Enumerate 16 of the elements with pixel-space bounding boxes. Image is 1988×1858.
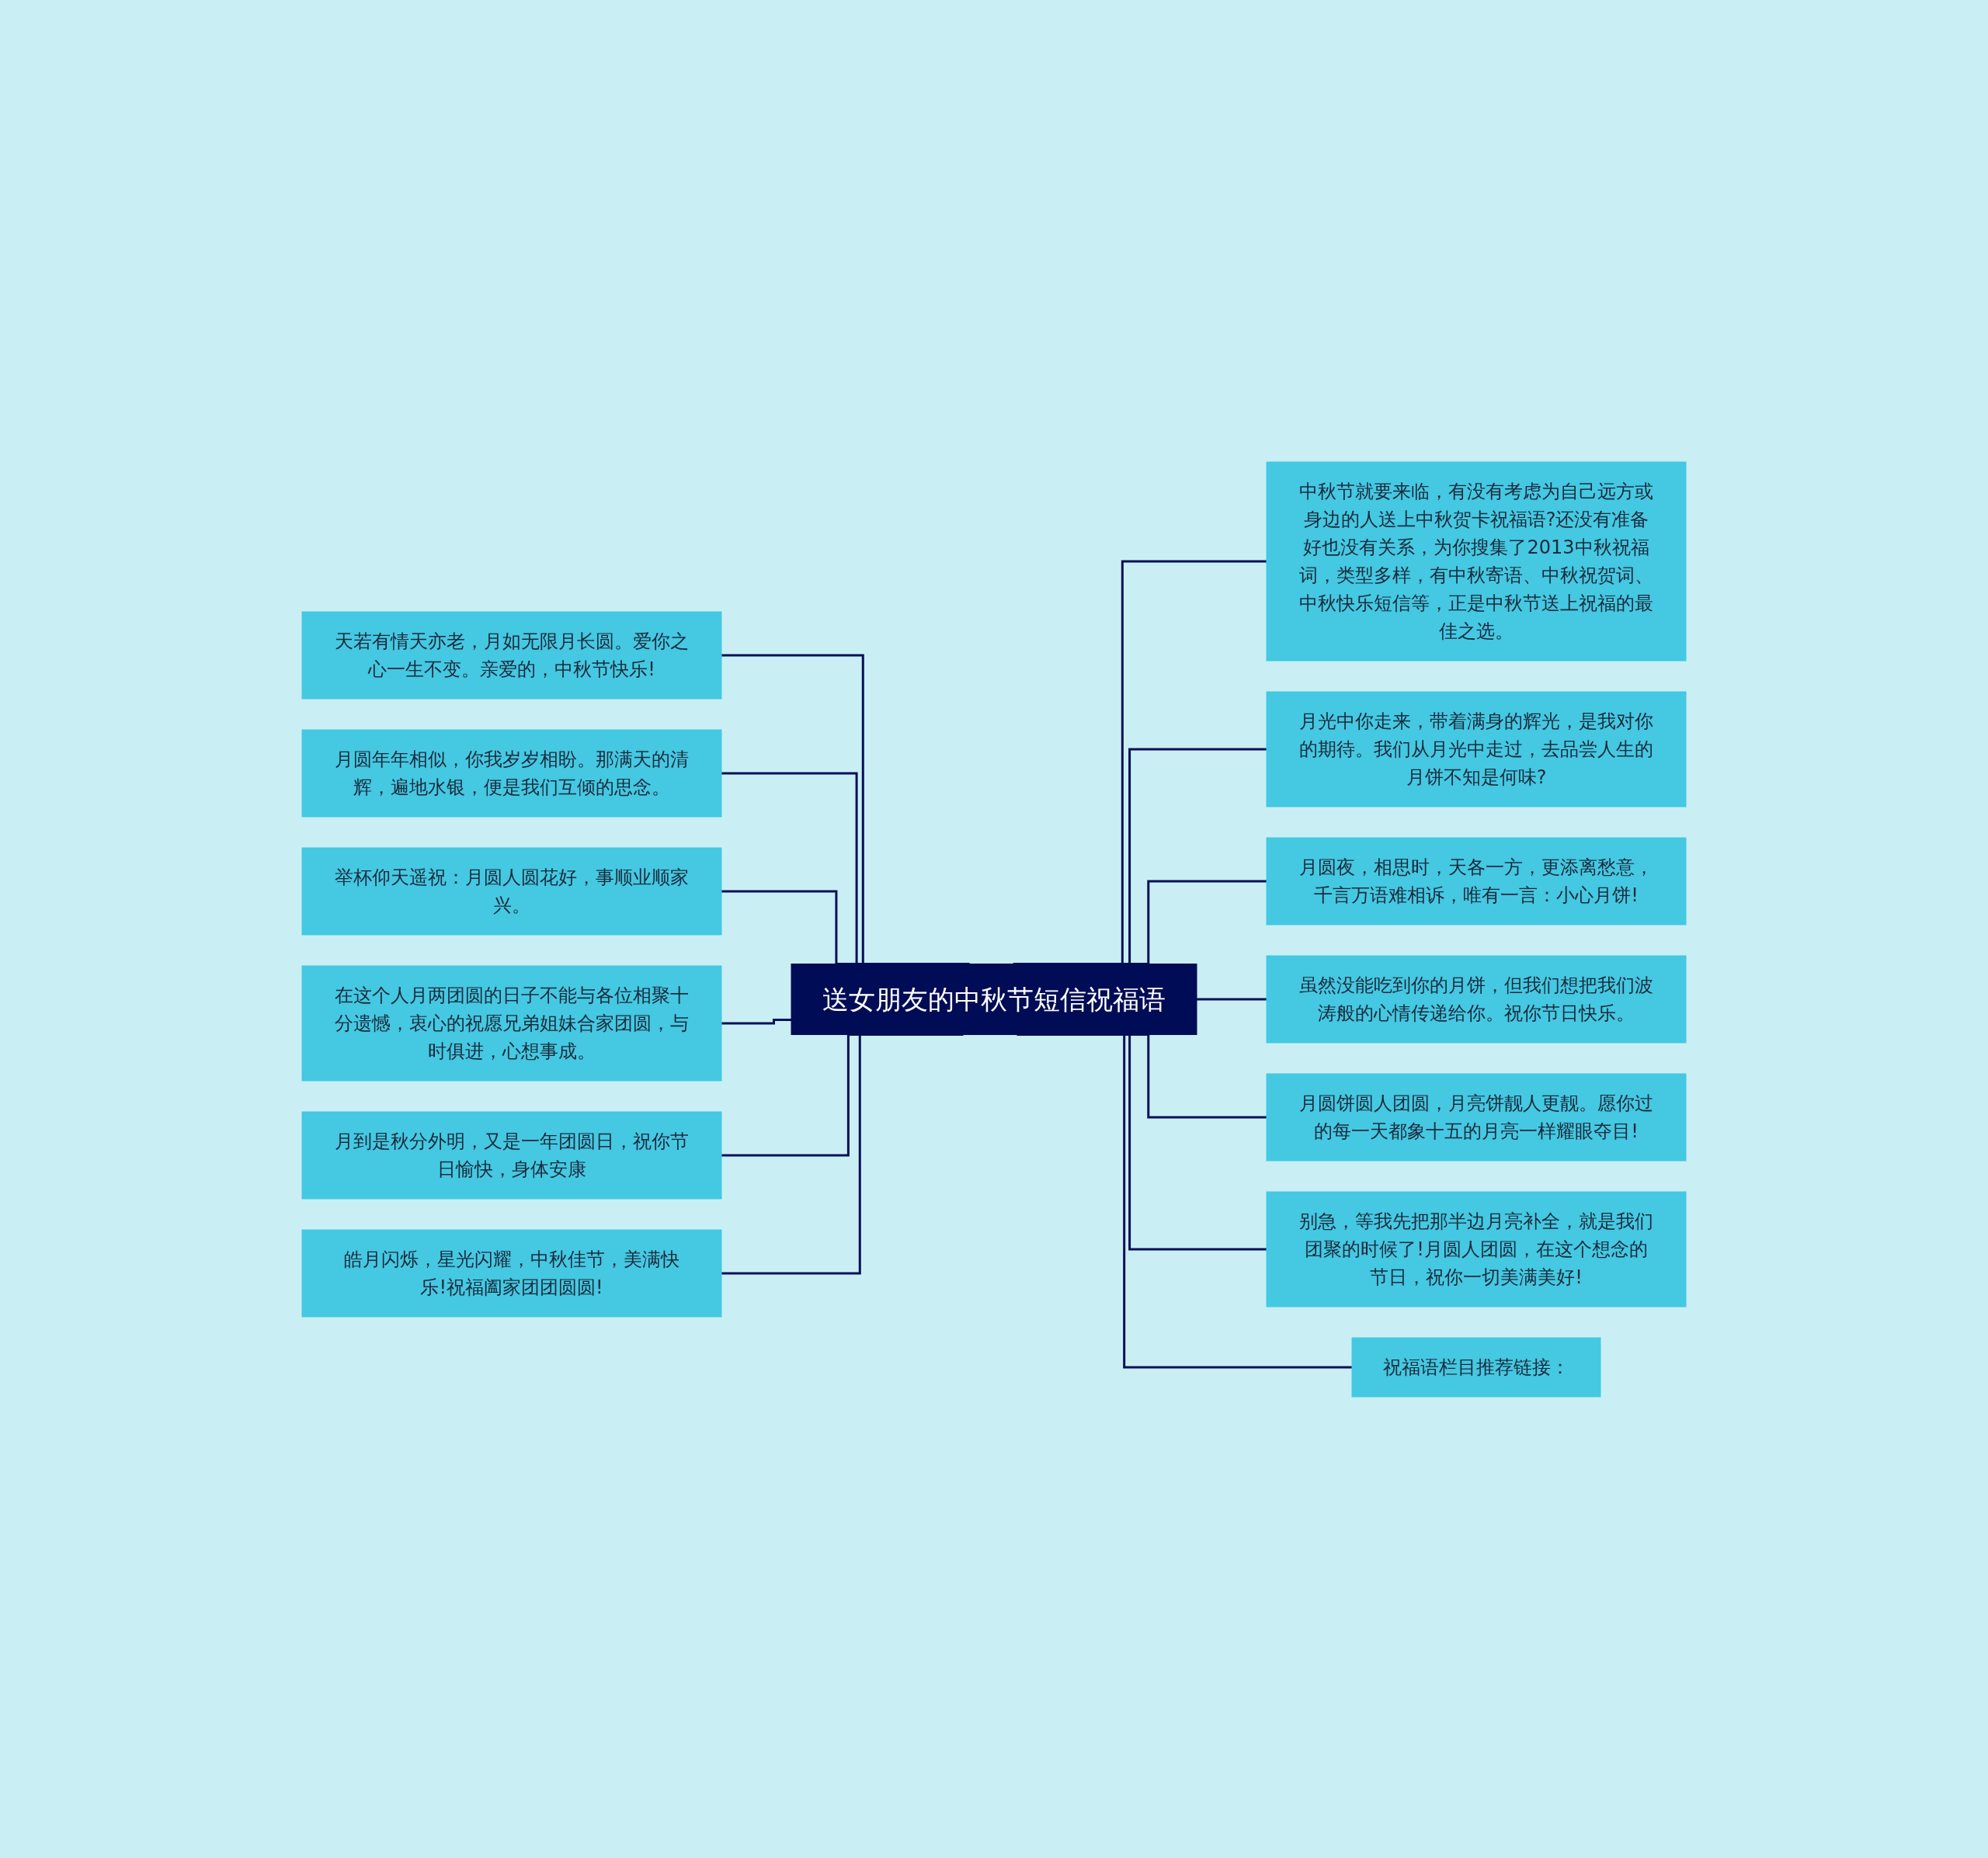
node-box: 虽然没能吃到你的月饼，但我们想把我们波涛般的心情传递给你。祝你节日快乐。	[1266, 955, 1687, 1043]
node-box: 月圆饼圆人团圆，月亮饼靓人更靓。愿你过的每一天都象十五的月亮一样耀眼夺目!	[1266, 1073, 1687, 1161]
node-box: 月圆年年相似，你我岁岁相盼。那满天的清辉，遍地水银，便是我们互倾的思念。	[301, 729, 722, 817]
node-box: 月圆夜，相思时，天各一方，更添离愁意，千言万语难相诉，唯有一言：小心月饼!	[1266, 837, 1687, 925]
connector	[721, 1018, 791, 1024]
node-box: 祝福语栏目推荐链接：	[1351, 1337, 1601, 1397]
node-box: 月到是秋分外明，又是一年团圆日，祝你节日愉快，身体安康	[301, 1111, 722, 1199]
node-box: 皓月闪烁，星光闪耀，中秋佳节，美满快乐!祝福阖家团团圆圆!	[301, 1229, 722, 1317]
node-box: 中秋节就要来临，有没有考虑为自己远方或身边的人送上中秋贺卡祝福语?还没有准备好也没有关系，为你搜集了2013中秋祝福词，类型多样，有中秋寄语、中秋祝贺词、中秋快乐短信等，正是中秋节送上祝福的最佳之选。	[1266, 461, 1687, 661]
node-box: 送女朋友的中秋节短信祝福语	[791, 963, 1197, 1035]
node-box: 天若有情天亦老，月如无限月长圆。爱你之心一生不变。亲爱的，中秋节快乐!	[301, 611, 722, 699]
node-box: 别急，等我先把那半边月亮补全，就是我们团聚的时候了!月圆人团圆，在这个想念的节日，祝你一切美满美好!	[1266, 1191, 1687, 1307]
node-box: 月光中你走来，带着满身的辉光，是我对你的期待。我们从月光中走过，去品尝人生的月饼不知是何味?	[1266, 691, 1687, 807]
connector	[1197, 998, 1267, 1000]
node-box: 举杯仰天遥祝：月圆人圆花好，事顺业顺家兴。	[301, 847, 722, 935]
node-box: 在这个人月两团圆的日子不能与各位相聚十分遗憾，衷心的祝愿兄弟姐妹合家团圆，与时俱进，心想事成。	[301, 965, 722, 1081]
